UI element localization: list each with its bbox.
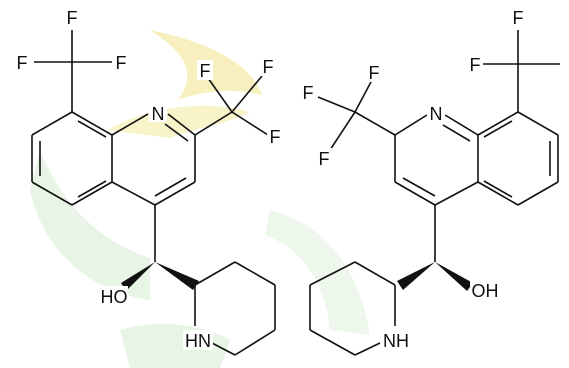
hydroxyl-group-label: HO (101, 287, 128, 307)
fluorine-atom-label: F (303, 83, 314, 103)
fluorine-atom-label: F (319, 149, 330, 169)
molecule-right: F F F F F N OH NH (300, 6, 560, 356)
fluorine-atom-label: F (270, 127, 281, 147)
fluorine-atom-label: F (263, 57, 274, 77)
ring-nitrogen-label: N (152, 104, 165, 124)
fluorine-atom-label: F (200, 61, 211, 81)
fluorine-atom-label: F (470, 55, 481, 75)
fluorine-atom-label: F (369, 63, 380, 83)
atom-labels-right: F F F F F N OH NH (300, 6, 526, 351)
hydroxyl-group-label: OH (472, 281, 499, 301)
amine-nitrogen-label: HN (185, 331, 211, 351)
fluorine-atom-label: F (116, 53, 127, 73)
bonds-left (31, 30, 276, 356)
stereo-wedges-left (121, 262, 199, 291)
fluorine-atom-label: F (67, 8, 78, 28)
fluorine-atom-label: F (513, 8, 524, 28)
bonds-right (309, 30, 560, 356)
molecule-left: F F F F F F N HO HN (14, 6, 283, 356)
fluorine-atom-label: F (17, 53, 28, 73)
ring-nitrogen-label: N (430, 104, 443, 124)
atom-labels-left: F F F F F F N HO HN (14, 6, 283, 351)
amine-nitrogen-label: NH (383, 331, 409, 351)
stereo-wedges-right (397, 262, 473, 291)
